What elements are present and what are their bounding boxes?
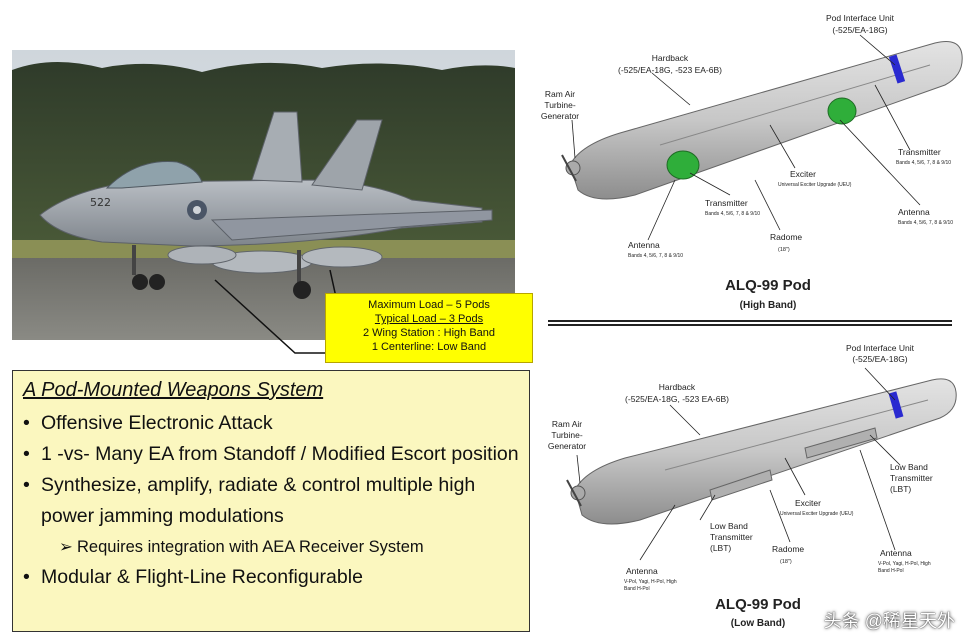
label-hardback: Hardback	[659, 382, 696, 392]
watermark: 头条 @稀星天外	[823, 611, 955, 631]
label-exciter-sub: Universal Exciter Upgrade (UEU)	[780, 511, 854, 517]
arrow-icon: ➢	[59, 538, 73, 556]
pod-low-title: ALQ-99 Pod	[715, 596, 801, 613]
section-divider	[548, 320, 952, 326]
callout-centerline: 1 Centerline: Low Band	[371, 341, 487, 353]
label-hardback: Hardback	[652, 53, 689, 63]
list-item: Offensive Electronic Attack	[23, 408, 519, 439]
label-ram-3: Generator	[548, 441, 586, 451]
label-antenna-left-sub: Bands 4, 5/6, 7, 8 & 9/10	[628, 253, 683, 259]
label-lbt-left-3: (LBT)	[710, 543, 731, 553]
capabilities-box: A Pod-Mounted Weapons System Offensive E…	[12, 370, 530, 632]
label-lbt-left-1: Low Band	[710, 521, 748, 531]
label-ram-3: Generator	[541, 111, 579, 121]
label-radome-sub: (18")	[780, 559, 792, 565]
callout-max-load: Maximum Load – 5 Pods	[368, 299, 490, 311]
label-exciter: Exciter	[795, 498, 821, 508]
label-ram-1: Ram Air	[545, 89, 575, 99]
label-exciter: Exciter	[790, 169, 816, 179]
label-radome: Radome	[772, 544, 804, 554]
jet-photo: 522	[12, 50, 515, 340]
label-ram-1: Ram Air	[552, 419, 582, 429]
pod-low-subtitle: (Low Band)	[731, 618, 785, 629]
label-antenna-left: Antenna	[628, 240, 660, 250]
callout-typical-load: Typical Load – 3 Pods	[374, 313, 484, 325]
pod-diagram-high-band: Pod Interface Unit (-525/EA-18G) Hardbac…	[540, 5, 975, 315]
label-ram-2: Turbine-	[551, 430, 583, 440]
list-item: 1 -vs- Many EA from Standoff / Modified …	[23, 439, 519, 470]
label-ram-2: Turbine-	[544, 100, 576, 110]
capabilities-title: A Pod-Mounted Weapons System	[23, 379, 324, 401]
label-lbt-right-1: Low Band	[890, 462, 928, 472]
list-item: Synthesize, amplify, radiate & control m…	[23, 470, 519, 532]
label-lbt-right-3: (LBT)	[890, 484, 911, 494]
label-antenna-right: Antenna	[880, 548, 912, 558]
pod-high-subtitle: (High Band)	[740, 300, 797, 311]
label-radome-sub: (18")	[778, 247, 790, 253]
label-exciter-sub: Universal Exciter Upgrade (UEU)	[778, 182, 852, 188]
label-antenna-left: Antenna	[626, 566, 658, 576]
label-transmitter-right-sub: Bands 4, 5/6, 7, 8 & 9/10	[896, 160, 951, 166]
label-antenna-right-sub-1: V-Pol, Yagi, H-Pol, High	[878, 561, 931, 567]
load-callout: Maximum Load – 5 Pods Typical Load – 3 P…	[325, 293, 533, 363]
list-item: Modular & Flight-Line Reconfigurable	[23, 562, 519, 593]
label-piu-sub: (-525/EA-18G)	[832, 25, 887, 35]
pod-diagram-low-band: Pod Interface Unit (-525/EA-18G) Hardbac…	[540, 330, 975, 640]
label-lbt-left-2: Transmitter	[710, 532, 753, 542]
label-radome: Radome	[770, 232, 802, 242]
label-transmitter-right: Transmitter	[898, 147, 941, 157]
label-piu: Pod Interface Unit	[846, 343, 915, 353]
sub-list-item-text: Requires integration with AEA Receiver S…	[77, 538, 424, 556]
tail-number: 522	[90, 196, 111, 209]
label-transmitter-center-sub: Bands 4, 5/6, 7, 8 & 9/10	[705, 211, 760, 217]
label-antenna-right: Antenna	[898, 207, 930, 217]
label-hardback-sub: (-525/EA-18G, -523 EA-6B)	[618, 65, 722, 75]
label-antenna-left-sub-2: Band H-Pol	[624, 586, 650, 592]
label-hardback-sub: (-525/EA-18G, -523 EA-6B)	[625, 394, 729, 404]
label-lbt-right-2: Transmitter	[890, 473, 933, 483]
label-piu-sub: (-525/EA-18G)	[852, 354, 907, 364]
label-antenna-left-sub-1: V-Pol, Yagi, H-Pol, High	[624, 579, 677, 585]
label-antenna-right-sub: Bands 4, 5/6, 7, 8 & 9/10	[898, 220, 953, 226]
label-piu: Pod Interface Unit	[826, 13, 895, 23]
callout-wing-station: 2 Wing Station : High Band	[362, 327, 496, 339]
pod-high-title: ALQ-99 Pod	[725, 277, 811, 294]
capabilities-list: Offensive Electronic Attack 1 -vs- Many …	[23, 408, 519, 593]
label-antenna-right-sub-2: Band H-Pol	[878, 568, 904, 574]
sub-list-item: ➢Requires integration with AEA Receiver …	[23, 532, 519, 562]
label-transmitter-center: Transmitter	[705, 198, 748, 208]
